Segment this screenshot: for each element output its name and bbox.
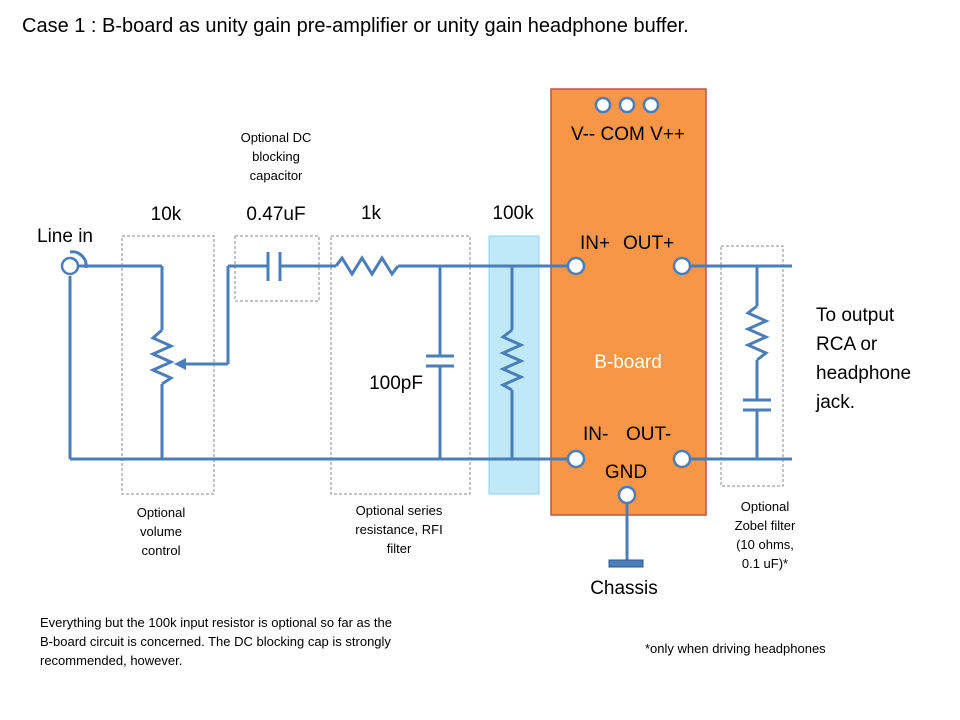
input-res-value: 100k	[492, 203, 534, 224]
chassis-label: Chassis	[590, 578, 658, 599]
out-minus-label: OUT-	[626, 424, 671, 445]
output-label-line: jack.	[815, 392, 855, 413]
dc-cap-value: 0.47uF	[246, 204, 305, 225]
output-label-line: headphone	[816, 363, 911, 384]
dc-cap-note-line: blocking	[252, 149, 300, 164]
volume-note: Optional volume control	[137, 505, 186, 558]
zobel-note-line: 0.1 uF)*	[742, 556, 788, 571]
output-label-line: RCA or	[816, 334, 878, 355]
board-name: B-board	[594, 352, 662, 373]
rfi-cap-value: 100pF	[369, 373, 423, 394]
output-label-line: To output	[816, 305, 895, 326]
volume-note-line: volume	[140, 524, 182, 539]
zobel-note-line: Zobel filter	[735, 518, 796, 533]
volume-pot-value: 10k	[151, 204, 182, 225]
zobel-note: Optional Zobel filter (10 ohms, 0.1 uF)*	[735, 499, 796, 571]
zobel-note-line: (10 ohms,	[736, 537, 794, 552]
in-plus-label: IN+	[580, 233, 610, 254]
series-res-value: 1k	[361, 203, 382, 224]
dc-cap-note-line: capacitor	[250, 168, 303, 183]
footnote-line: Everything but the 100k input resistor i…	[40, 615, 392, 630]
footnote: Everything but the 100k input resistor i…	[40, 615, 392, 668]
power-pins-label: V-- COM V++	[571, 124, 685, 145]
volume-note-line: control	[141, 543, 180, 558]
volume-note-line: Optional	[137, 505, 186, 520]
chassis-ground-symbol	[608, 559, 644, 568]
series-note: Optional series resistance, RFI filter	[355, 503, 443, 556]
headphone-note: *only when driving headphones	[645, 641, 826, 656]
series-note-line: filter	[387, 541, 412, 556]
line-in-jack-arc	[69, 250, 88, 269]
dc-blocking-box	[234, 235, 320, 302]
out-plus-pin	[672, 256, 692, 276]
b-board	[550, 88, 707, 516]
out-plus-label: OUT+	[623, 233, 674, 254]
footnote-line: recommended, however.	[40, 653, 182, 668]
out-minus-pin	[672, 449, 692, 469]
in-minus-label: IN-	[583, 424, 608, 445]
gnd-label: GND	[605, 462, 647, 483]
circuit-wires	[68, 252, 792, 562]
series-rfi-box	[330, 235, 471, 495]
series-note-line: Optional series	[356, 503, 443, 518]
com-pin	[618, 96, 636, 114]
zobel-note-line: Optional	[741, 499, 790, 514]
line-in-label: Line in	[37, 226, 93, 247]
zobel-filter-box	[720, 245, 784, 487]
gnd-pin	[617, 485, 637, 505]
dc-cap-note: Optional DC blocking capacitor	[241, 130, 312, 183]
line-in-jack	[60, 256, 80, 276]
series-note-line: resistance, RFI	[355, 522, 442, 537]
v-plus-pin	[642, 96, 660, 114]
dc-cap-note-line: Optional DC	[241, 130, 312, 145]
in-minus-pin	[566, 449, 586, 469]
footnote-line: B-board circuit is concerned. The DC blo…	[40, 634, 391, 649]
output-label: To output RCA or headphone jack.	[815, 305, 911, 413]
v-minus-pin	[594, 96, 612, 114]
in-plus-pin	[566, 256, 586, 276]
diagram-title: Case 1 : B-board as unity gain pre-ampli…	[22, 15, 689, 37]
